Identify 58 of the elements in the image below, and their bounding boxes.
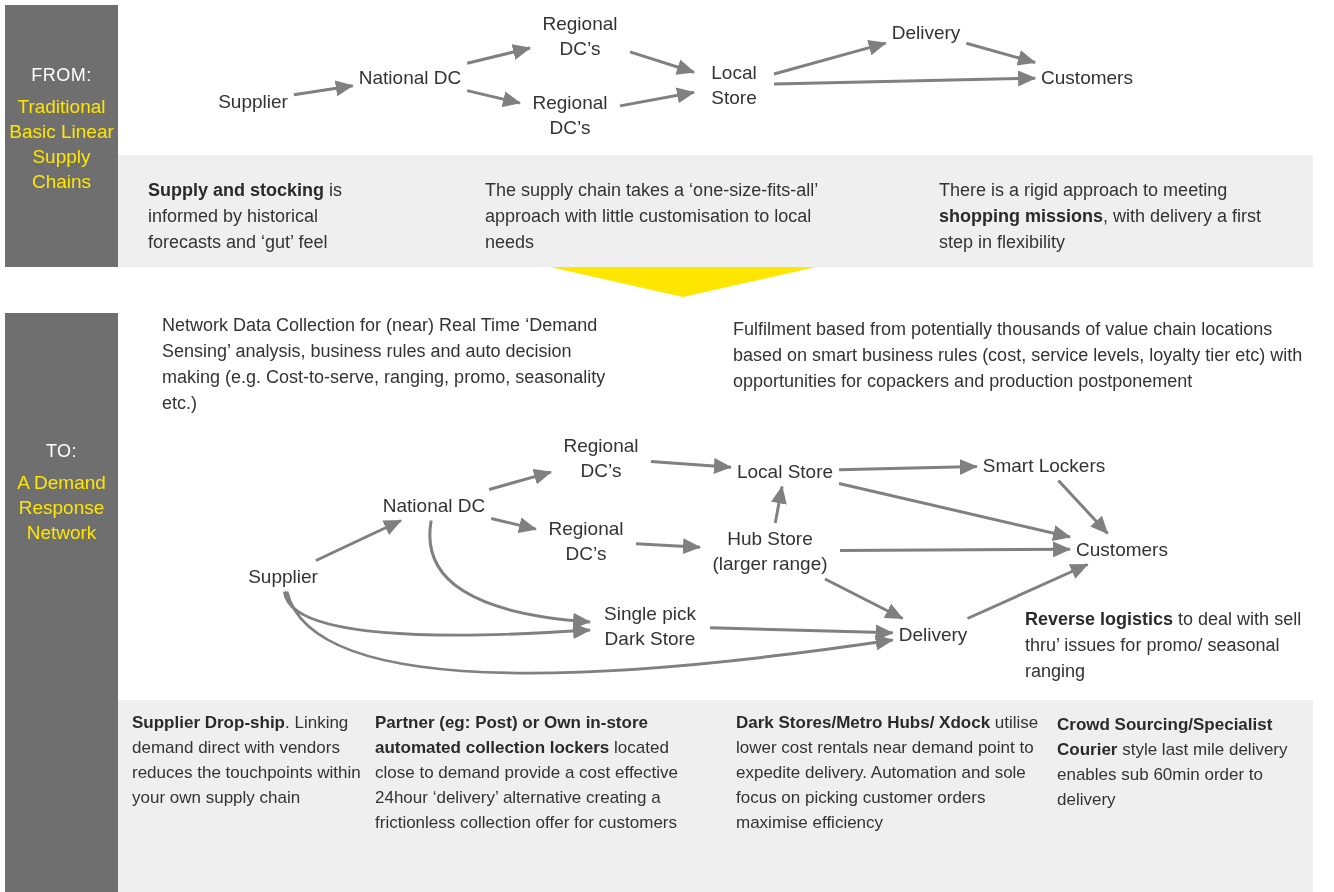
arrow bbox=[966, 563, 1089, 620]
info-band bbox=[118, 700, 1313, 892]
arrow bbox=[285, 590, 894, 675]
step-label: Customers bbox=[1070, 533, 1174, 565]
step-label: Regional DC’s bbox=[520, 87, 620, 143]
arrow bbox=[773, 39, 887, 76]
arrow bbox=[839, 458, 978, 475]
arrow bbox=[490, 517, 537, 533]
step-label: Customers bbox=[1035, 61, 1139, 93]
note-text: Reverse logistics to deal with sell thru’ issues for promo/ seasonal ranging bbox=[1025, 608, 1303, 683]
step-label: Local Store bbox=[694, 57, 774, 113]
arrow bbox=[771, 485, 787, 524]
description-text: There is a rigid approach to meeting shopping missions, with delivery a first step in flexibility bbox=[939, 179, 1263, 254]
panel-heading: TO: bbox=[45, 441, 78, 462]
arrow bbox=[965, 41, 1037, 66]
description-text: Supply and stocking is informed by historical forecasts and ‘gut’ feel bbox=[148, 179, 344, 254]
arrow bbox=[293, 80, 354, 97]
arrow bbox=[315, 519, 402, 562]
arrow bbox=[824, 577, 904, 620]
arrow bbox=[840, 541, 1072, 558]
panel-title: Traditional Basic Linear Supply Chains bbox=[8, 95, 115, 194]
description-text: Supplier Drop-ship. Linking demand direct with vendors reduces the touchpoints within your own supply chain bbox=[132, 712, 362, 809]
arrow bbox=[466, 44, 531, 65]
step-label: Single pick Dark Store bbox=[590, 598, 710, 654]
note-text: Fulfilment based from potentially thousands of value chain locations based on smart business rules (cost, service levels, loyalty tier etc) with opportunities for copackers and production postponement bbox=[733, 318, 1304, 393]
step-label: Hub Store (larger range) bbox=[700, 523, 840, 579]
arrow bbox=[619, 87, 695, 108]
step-label: National DC bbox=[352, 61, 468, 93]
description-text: Crowd Sourcing/Specialist Courier style last mile delivery enables sub 60min order to delivery bbox=[1057, 714, 1289, 811]
panel-title: A Demand Response Network bbox=[16, 471, 107, 545]
description-text: The supply chain takes a ‘one-size-fits-all’ approach with little customisation to local needs bbox=[485, 179, 819, 254]
arrow bbox=[428, 520, 591, 629]
description-text: Dark Stores/Metro Hubs/ Xdock utilise lower cost rentals near demand point to expedite delivery. Automation and sole focus on picking customer orders maximise efficiency bbox=[736, 712, 1040, 834]
step-label: Regional DC’s bbox=[530, 8, 630, 64]
arrow bbox=[488, 469, 552, 491]
arrow bbox=[629, 50, 695, 75]
description-text: Partner (eg: Post) or Own in-store automated collection lockers located close to demand provide a cost effective 24hour ‘delivery’ alternative creating a frictionless collection offer for customers bbox=[375, 712, 680, 834]
step-label: Local Store bbox=[730, 455, 840, 487]
step-label: Regional DC’s bbox=[536, 513, 636, 569]
arrow bbox=[650, 458, 732, 474]
step-label: National DC bbox=[376, 489, 492, 521]
arrow bbox=[773, 70, 1037, 87]
side-panel bbox=[5, 313, 118, 892]
step-label: Smart Lockers bbox=[976, 449, 1112, 481]
arrow bbox=[283, 591, 591, 639]
arrow bbox=[635, 538, 701, 555]
step-label: Supplier bbox=[212, 85, 294, 117]
arrow bbox=[1057, 479, 1109, 535]
panel-heading: FROM: bbox=[31, 65, 92, 86]
side-panel bbox=[5, 5, 118, 267]
step-label: Delivery bbox=[885, 16, 967, 48]
note-text: Network Data Collection for (near) Real Time ‘Demand Sensing’ analysis, business rules and auto decision making (e.g. Cost-to-serve, ranging, promo, seasonality etc.) bbox=[162, 314, 607, 415]
step-label: Regional DC’s bbox=[551, 430, 651, 486]
info-band bbox=[118, 155, 1313, 267]
arrow bbox=[838, 482, 1072, 541]
step-label: Supplier bbox=[242, 560, 324, 592]
step-label: Delivery bbox=[892, 618, 974, 650]
arrow bbox=[466, 89, 521, 107]
